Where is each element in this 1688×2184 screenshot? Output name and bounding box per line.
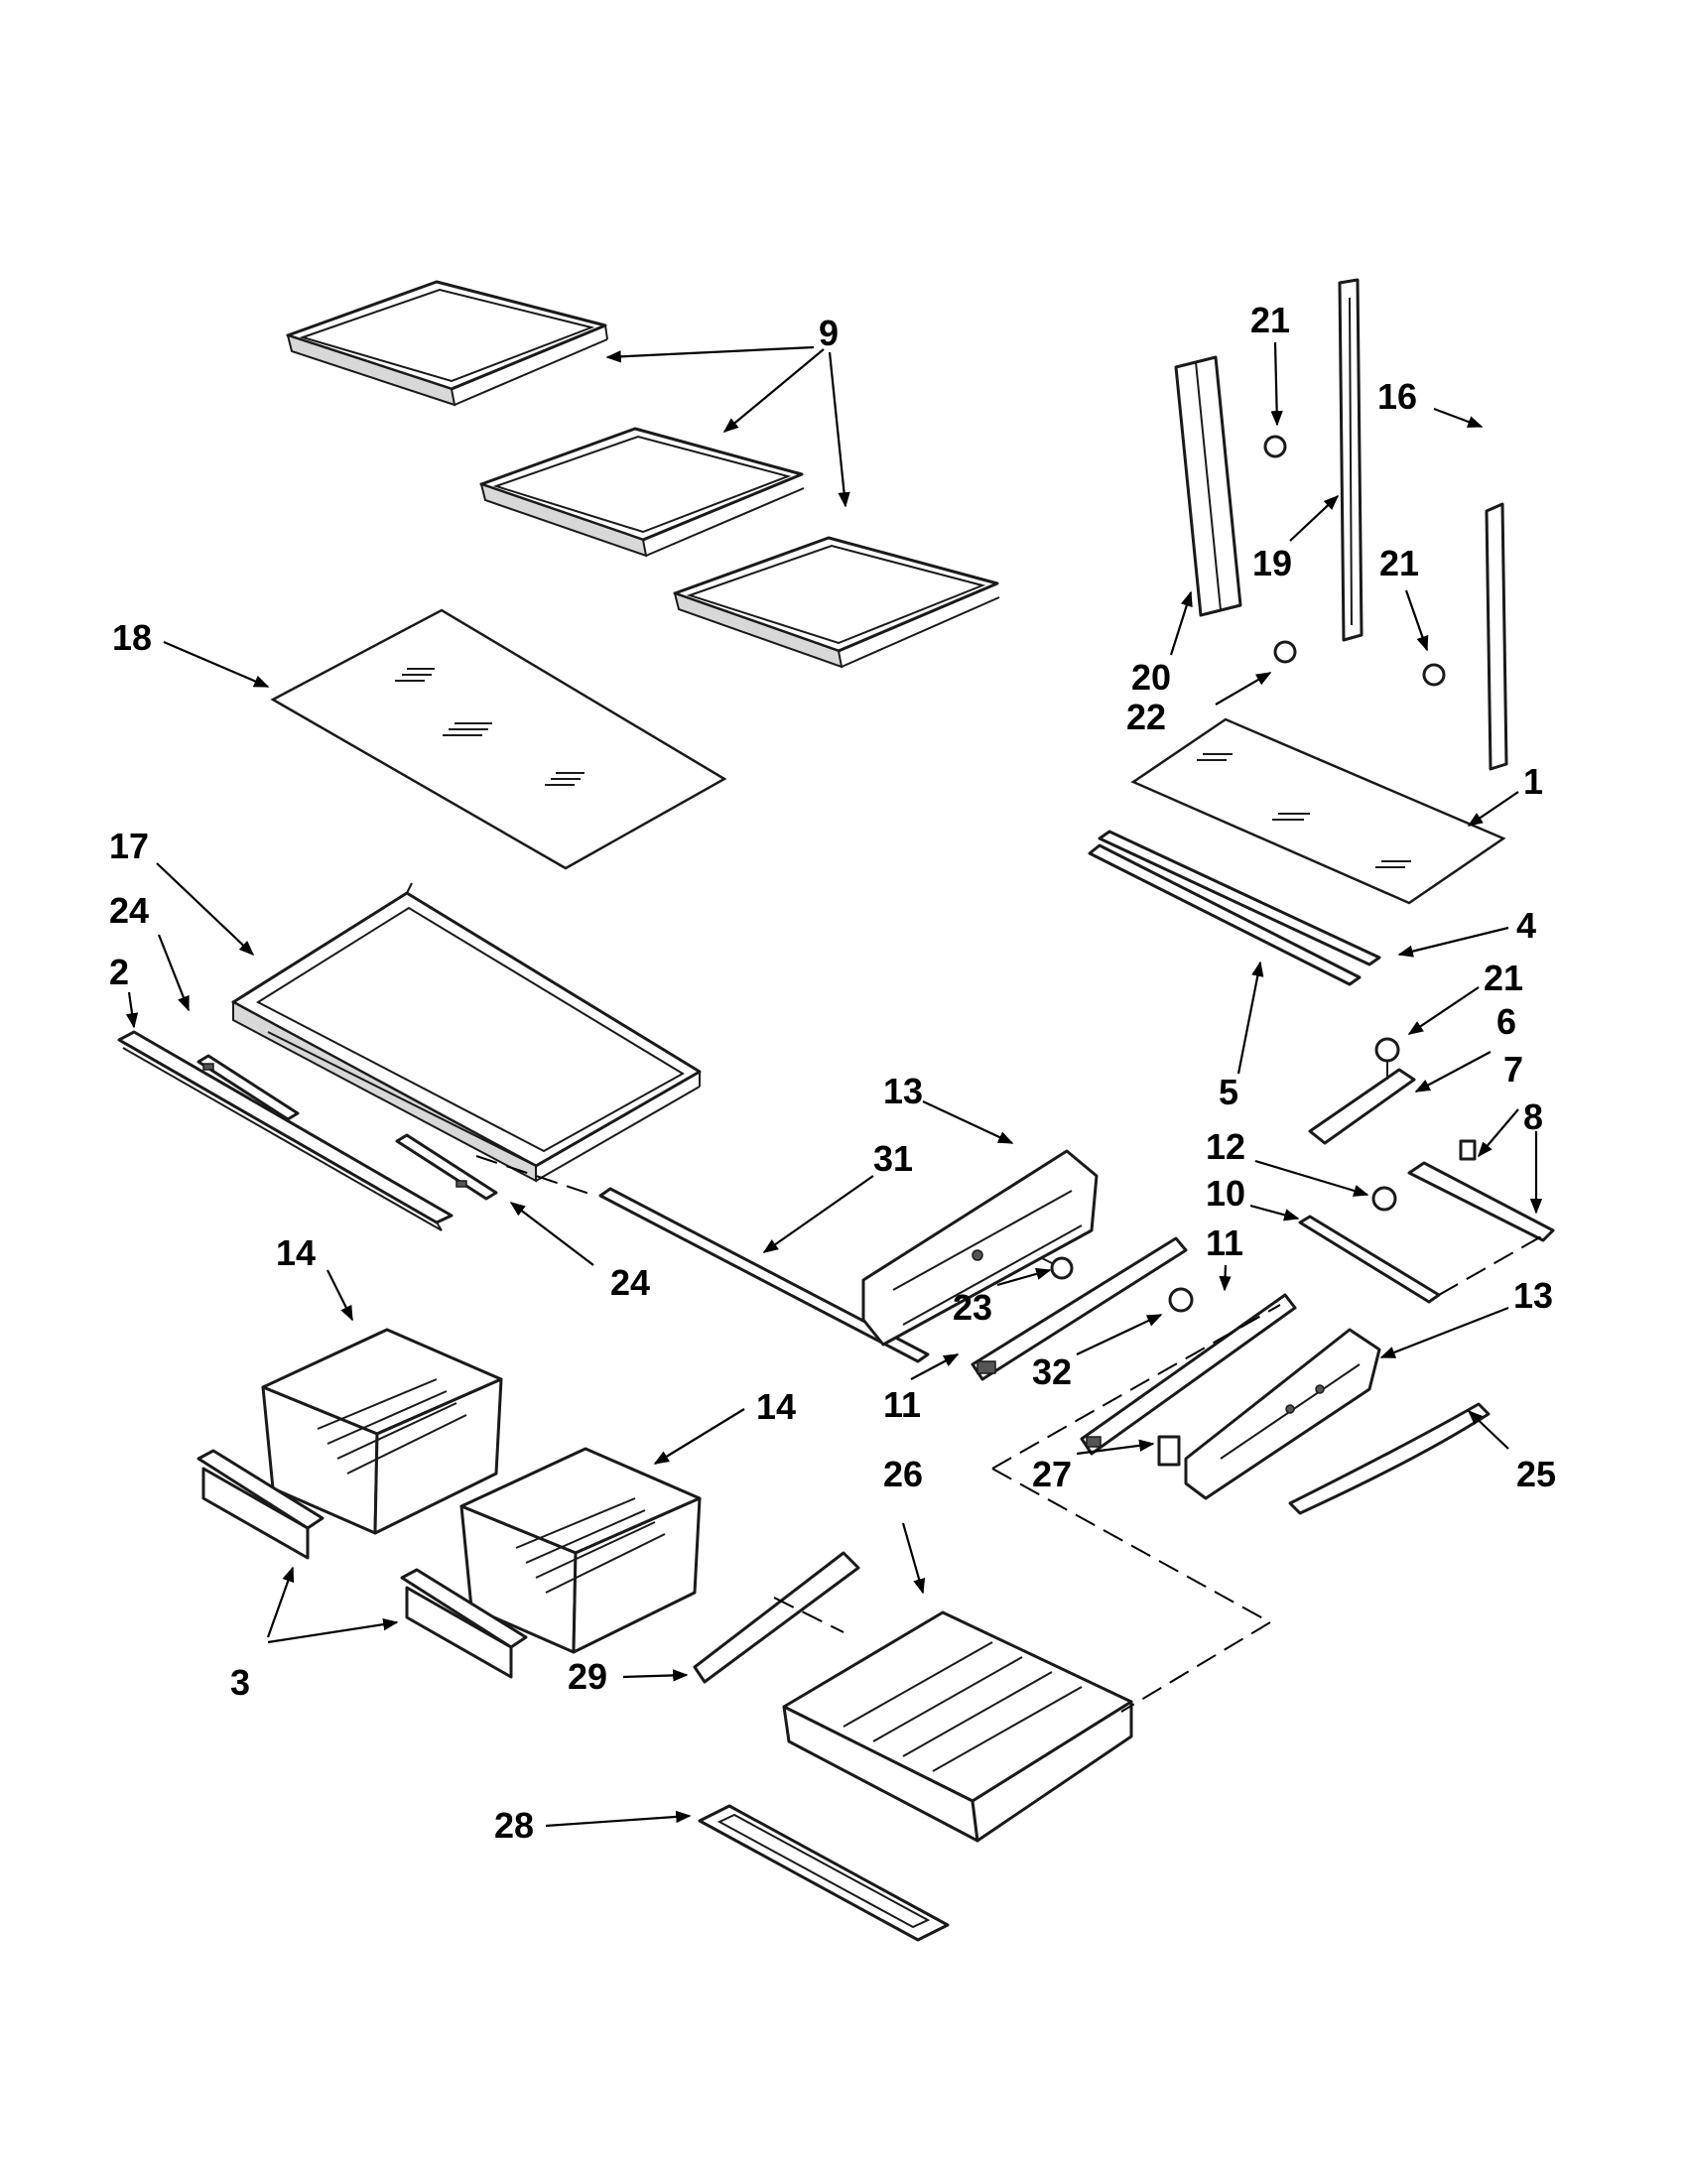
callout-12: 12: [1206, 1126, 1245, 1167]
callout-21: 21: [1379, 543, 1419, 583]
callout-labels: 9 21 16 21 19 20 22 18 1 17 24 2 4 21 6 …: [109, 300, 1556, 1846]
callout-8: 8: [1523, 1096, 1543, 1137]
clip-part-24a: [196, 1054, 300, 1121]
callout-2: 2: [109, 952, 129, 992]
bar-part-25: [1288, 1402, 1491, 1515]
callout-13: 13: [1513, 1275, 1553, 1316]
shelf-frame-part-17: [231, 882, 702, 1183]
bracket-part-27: [1157, 1435, 1181, 1467]
shelf-part-9a: [286, 280, 608, 407]
callout-27: 27: [1032, 1454, 1072, 1494]
callout-18: 18: [112, 617, 152, 658]
handle-part-3b: [400, 1568, 528, 1679]
trim-part-5: [1088, 843, 1362, 986]
callout-11: 11: [1206, 1222, 1243, 1263]
drawer-part-26: [782, 1610, 1133, 1843]
callout-32: 32: [1032, 1351, 1072, 1392]
screw-part-22: [1273, 640, 1297, 664]
screw-part-23: [1041, 1256, 1074, 1280]
rail-part-29: [693, 1551, 860, 1684]
callout-28: 28: [494, 1805, 534, 1846]
callout-13: 13: [883, 1071, 923, 1111]
callout-24: 24: [610, 1262, 650, 1303]
callout-21: 21: [1250, 300, 1290, 340]
bin-part-14b: [459, 1447, 702, 1654]
callout-5: 5: [1219, 1072, 1238, 1112]
shelf-part-9c: [673, 536, 1000, 669]
callout-14: 14: [756, 1386, 796, 1427]
bracket-part-6: [1308, 1068, 1416, 1145]
callout-31: 31: [873, 1138, 913, 1179]
slide-part-10: [1298, 1215, 1441, 1304]
slide-rail-part-11a: [971, 1236, 1188, 1381]
callout-16: 16: [1377, 376, 1417, 417]
callout-21: 21: [1484, 958, 1523, 998]
callout-9: 9: [819, 313, 839, 353]
callout-17: 17: [109, 826, 149, 866]
trim-strip-part-2: [117, 1030, 454, 1231]
upright-part-20: [1174, 355, 1242, 617]
bracket-part-8: [1407, 1161, 1555, 1242]
callout-7: 7: [1503, 1049, 1523, 1090]
callout-23: 23: [953, 1287, 992, 1328]
upright-part-19: [1338, 278, 1363, 642]
trim-part-4: [1098, 830, 1381, 966]
callout-24: 24: [109, 890, 149, 931]
callout-26: 26: [883, 1454, 923, 1494]
callout-3: 3: [230, 1662, 250, 1703]
upright-part-16: [1485, 502, 1508, 771]
shelf-part-9b: [479, 427, 805, 558]
glass-shelf-part-18: [270, 608, 727, 870]
callout-14: 14: [276, 1232, 316, 1273]
slide-rail-part-11b: [1080, 1293, 1297, 1456]
screw-part-21b: [1422, 663, 1446, 687]
glass-shelf-part-1: [1130, 717, 1506, 905]
screw-part-21c: [1374, 1037, 1400, 1080]
callout-1: 1: [1523, 761, 1543, 802]
callout-6: 6: [1496, 1001, 1516, 1042]
callout-19: 19: [1252, 543, 1292, 583]
assembly-dashed-lines: [475, 1155, 1544, 1713]
callout-25: 25: [1516, 1454, 1556, 1494]
clip-part-24b: [395, 1133, 498, 1201]
screw-part-32: [1168, 1287, 1194, 1313]
callout-11: 11: [883, 1384, 921, 1425]
rod-part-31: [598, 1187, 930, 1363]
housing-part-13b: [1184, 1328, 1381, 1500]
screw-part-12: [1371, 1186, 1397, 1212]
bin-part-14a: [261, 1328, 503, 1535]
callout-10: 10: [1206, 1173, 1245, 1214]
drawer-front-part-28: [698, 1804, 950, 1942]
pad-part-7: [1459, 1139, 1477, 1161]
screw-part-21a: [1263, 435, 1287, 458]
callout-22: 22: [1126, 697, 1166, 737]
callout-29: 29: [568, 1656, 607, 1697]
callout-20: 20: [1131, 657, 1171, 698]
callout-4: 4: [1516, 905, 1536, 946]
handle-part-3a: [196, 1449, 325, 1560]
leader-lines: [125, 341, 1543, 1828]
housing-part-13a: [861, 1149, 1099, 1347]
